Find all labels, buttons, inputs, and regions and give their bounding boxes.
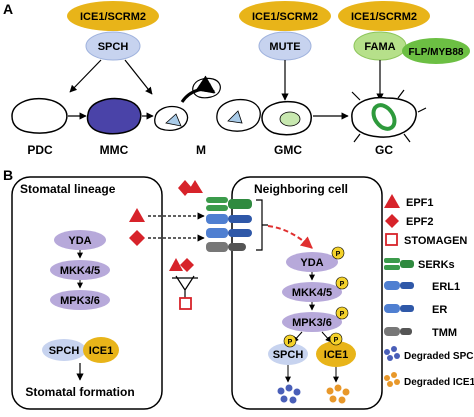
yda-label-left: YDA xyxy=(68,235,91,247)
epf2-ligand-top xyxy=(178,180,192,196)
legend-erl1-label: ERL1 xyxy=(432,281,460,293)
spch-oval-right xyxy=(268,343,308,365)
m-curved-arrow xyxy=(180,75,216,103)
ice1-scrm2-oval-1 xyxy=(67,1,159,31)
legend-tmm-icon xyxy=(384,327,412,336)
mute-label: MUTE xyxy=(269,41,300,53)
phospho-label-mpk: P xyxy=(340,311,345,318)
ice1-label-right: ICE1 xyxy=(324,349,348,361)
er-receptor xyxy=(206,228,252,238)
stomagen-ligand xyxy=(179,297,192,310)
yda-oval-right xyxy=(286,252,338,272)
phospho-label-mkk: P xyxy=(340,281,345,288)
legend-serks-icon xyxy=(384,258,414,270)
gmc-inner-cell xyxy=(279,111,301,127)
epf2-ligand-bottom xyxy=(180,258,194,272)
phospho-badge-ice1 xyxy=(329,332,343,346)
pdc-cell xyxy=(11,97,68,134)
legend-stomagen-icon xyxy=(385,233,398,246)
stage-label-mmc: MMC xyxy=(100,143,129,157)
phospho-badge-yda xyxy=(331,246,345,260)
degraded-spch-dots xyxy=(277,384,301,404)
mkk-oval-left xyxy=(50,260,110,280)
epf1-ligand-1 xyxy=(129,208,145,222)
mpk-oval-right xyxy=(282,312,342,332)
ice1-scrm2-oval-3 xyxy=(338,1,430,31)
flp-myb88-label: FLP/MYB88 xyxy=(408,47,463,58)
legend-epf1-icon xyxy=(384,194,400,208)
legend-tmm-label: TMM xyxy=(432,327,457,339)
legend-erl1-icon xyxy=(384,281,414,290)
mpk-to-ice1-arrow xyxy=(321,331,332,343)
legend-degraded-spch-label: Degraded SPCH xyxy=(404,351,474,362)
stage-label-gc: GC xyxy=(375,143,393,157)
panel-a-letter: A xyxy=(3,1,13,17)
stomatal-lineage-title: Stomatal lineage xyxy=(20,182,116,196)
ice1-oval-left xyxy=(83,337,119,363)
mkk-label-right: MKK4/5 xyxy=(292,287,332,299)
legend-serks-label: SERKs xyxy=(418,259,455,271)
stomatal-formation-label: Stomatal formation xyxy=(25,385,134,399)
panel-b-letter: B xyxy=(3,167,13,183)
spch-label-right: SPCH xyxy=(273,349,304,361)
legend-epf2-label: EPF2 xyxy=(406,216,434,228)
competition-lines xyxy=(175,275,195,298)
ice1-label-left: ICE1 xyxy=(89,345,113,357)
stage-label-pdc: PDC xyxy=(27,143,53,157)
serks-receptor xyxy=(206,197,252,211)
stage-label-m: M xyxy=(196,143,206,157)
spch-oval xyxy=(85,31,141,61)
yda-oval-left xyxy=(54,230,106,250)
fama-label: FAMA xyxy=(364,41,395,53)
ice1-oval-right xyxy=(316,341,356,367)
mkk-label-left: MKK4/5 xyxy=(60,265,100,277)
stage-label-gmc: GMC xyxy=(274,143,302,157)
legend-stomagen-label: STOMAGEN xyxy=(404,235,467,247)
ice1-scrm2-oval-2 xyxy=(239,1,331,31)
mpk-label-right: MPK3/6 xyxy=(292,317,332,329)
phospho-badge-spch xyxy=(283,334,297,348)
ice1-scrm2-label-1: ICE1/SCRM2 xyxy=(80,11,146,23)
receptor-to-yda-arrow xyxy=(267,225,313,249)
phospho-badge-mkk xyxy=(335,276,349,290)
legend-degraded-ice1-label: Degraded ICE1 xyxy=(404,377,474,388)
phospho-label-ice1: P xyxy=(334,337,339,344)
phospho-label-spch: P xyxy=(288,339,293,346)
legend-epf1-label: EPF1 xyxy=(406,197,434,209)
legend-degraded-spch-icon xyxy=(384,346,400,361)
phospho-badge-mpk xyxy=(335,306,349,320)
neighboring-cell-title: Neighboring cell xyxy=(254,182,348,196)
gc-lobes xyxy=(351,89,427,143)
legend-epf2-icon xyxy=(385,214,399,228)
flp-myb88-oval xyxy=(402,38,470,64)
epf1-ligand-top xyxy=(187,180,203,193)
mkk-oval-right xyxy=(282,282,342,302)
receptor-bracket xyxy=(256,199,268,251)
ice1-scrm2-label-2: ICE1/SCRM2 xyxy=(252,11,318,23)
spch-label: SPCH xyxy=(98,41,129,53)
degraded-ice1-dots xyxy=(326,384,350,404)
spch-oval-left xyxy=(42,339,86,361)
ice1-scrm2-label-3: ICE1/SCRM2 xyxy=(351,11,417,23)
mpk-oval-left xyxy=(50,290,110,310)
spch-to-m-arrow xyxy=(124,59,153,95)
spch-label-left: SPCH xyxy=(49,345,80,357)
epf2-ligand-1 xyxy=(129,230,145,246)
m-meristemoid-large xyxy=(227,110,243,124)
mpk-label-left: MPK3/6 xyxy=(60,295,100,307)
tmm-receptor xyxy=(206,242,246,252)
mmc-cell xyxy=(86,97,142,135)
erl1-receptor xyxy=(206,214,252,224)
spch-to-pdc-arrow xyxy=(69,59,102,93)
yda-label-right: YDA xyxy=(300,257,323,269)
legend-degraded-ice1-icon xyxy=(384,372,400,387)
legend-er-label: ER xyxy=(432,304,447,316)
gc-guard-cell-pair xyxy=(371,103,397,131)
phospho-label-yda: P xyxy=(336,251,341,258)
m-meristemoid-small xyxy=(165,113,182,127)
epf1-ligand-bottom xyxy=(169,258,183,271)
legend-er-icon xyxy=(384,304,414,313)
